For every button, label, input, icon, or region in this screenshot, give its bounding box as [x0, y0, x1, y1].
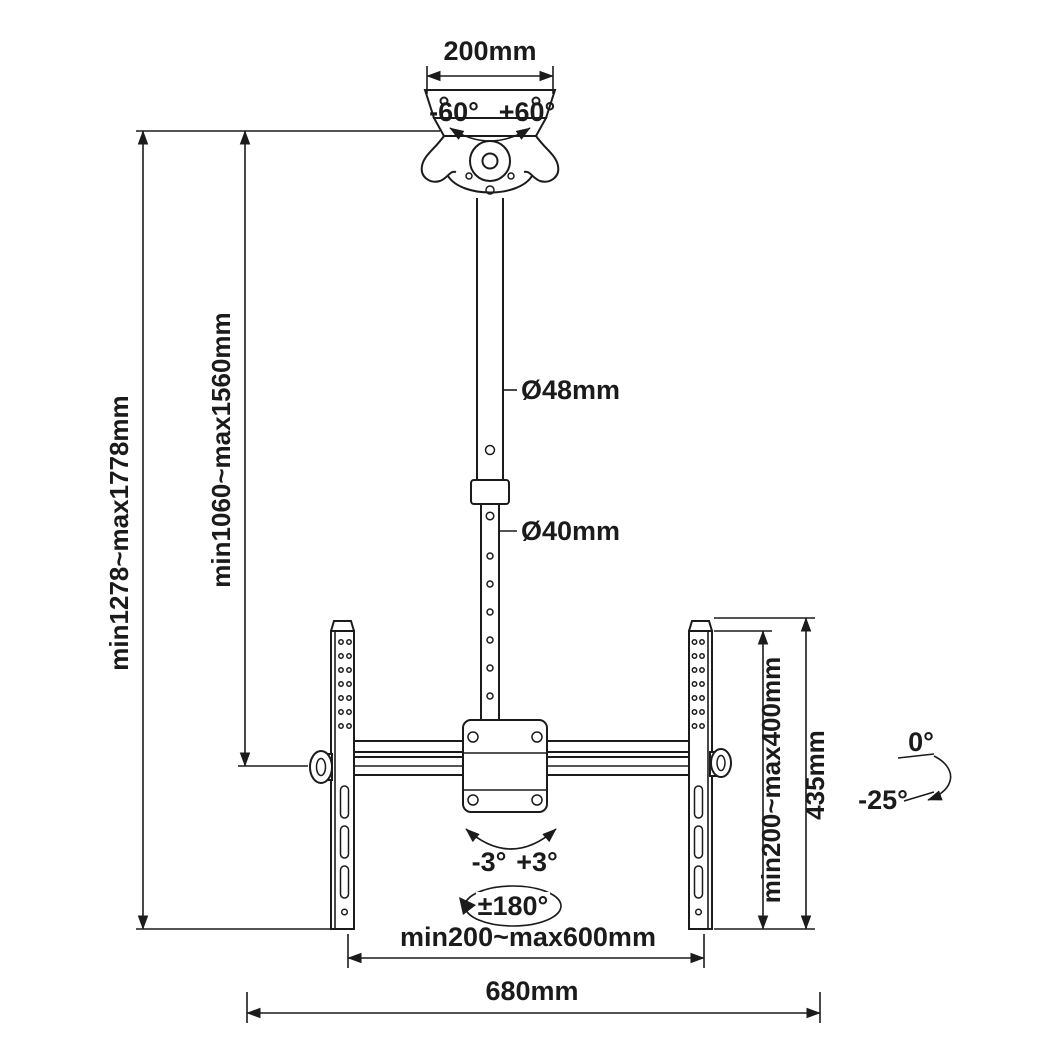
dim-overall-height: [136, 130, 440, 930]
bracket-left-slots: [339, 785, 350, 916]
level-adjust-arc: [465, 828, 557, 850]
pole-lower-tube: [480, 504, 500, 720]
overall-width-label: 680mm: [485, 976, 578, 1006]
bracket-left-knob: [309, 750, 333, 784]
dim-vesa-width: [347, 934, 705, 968]
dim-top-width-label: 200mm: [443, 36, 536, 66]
dim-bracket-height: [714, 617, 815, 930]
swivel-left-label: -60°: [429, 97, 479, 127]
upper-tube-diameter-label: Ø48mm: [521, 375, 620, 405]
tilt-end-label: -25°: [858, 785, 908, 815]
rotation-label: ±180°: [478, 891, 549, 921]
overall-height-label: min1278~max1778mm: [104, 395, 134, 670]
dim-overall-width: [246, 992, 821, 1023]
level-right-label: +3°: [516, 847, 558, 877]
tilt-start-label: 0°: [908, 727, 934, 757]
bracket-right-knob: [709, 748, 732, 778]
level-left-label: -3°: [472, 847, 507, 877]
tv-bracket-left: [309, 620, 355, 930]
ceiling-mount-plate: [420, 89, 560, 195]
lower-tube-diameter-label: Ø40mm: [521, 516, 620, 546]
vesa-width-label: min200~max600mm: [400, 922, 656, 952]
pole-height-label: min1060~max1560mm: [206, 312, 236, 587]
dim-vesa-height: [714, 630, 772, 930]
vesa-height-label: min200~max400mm: [756, 657, 786, 903]
swivel-right-label: +60°: [499, 97, 556, 127]
bracket-right-holes: [691, 639, 705, 729]
bracket-left-holes: [338, 639, 352, 729]
swivel-range-annotation: [449, 127, 531, 142]
bracket-right-slots: [693, 785, 704, 916]
pole-upper-tube: [476, 198, 504, 480]
tilt-annotation: [897, 753, 952, 802]
rotation-annotation: [459, 885, 562, 927]
tv-bracket-right: [688, 620, 732, 930]
bracket-height-label: 435mm: [800, 730, 830, 820]
dim-pole-height: [238, 130, 308, 767]
pole-collar: [470, 479, 510, 505]
center-pivot-block: [462, 719, 548, 813]
